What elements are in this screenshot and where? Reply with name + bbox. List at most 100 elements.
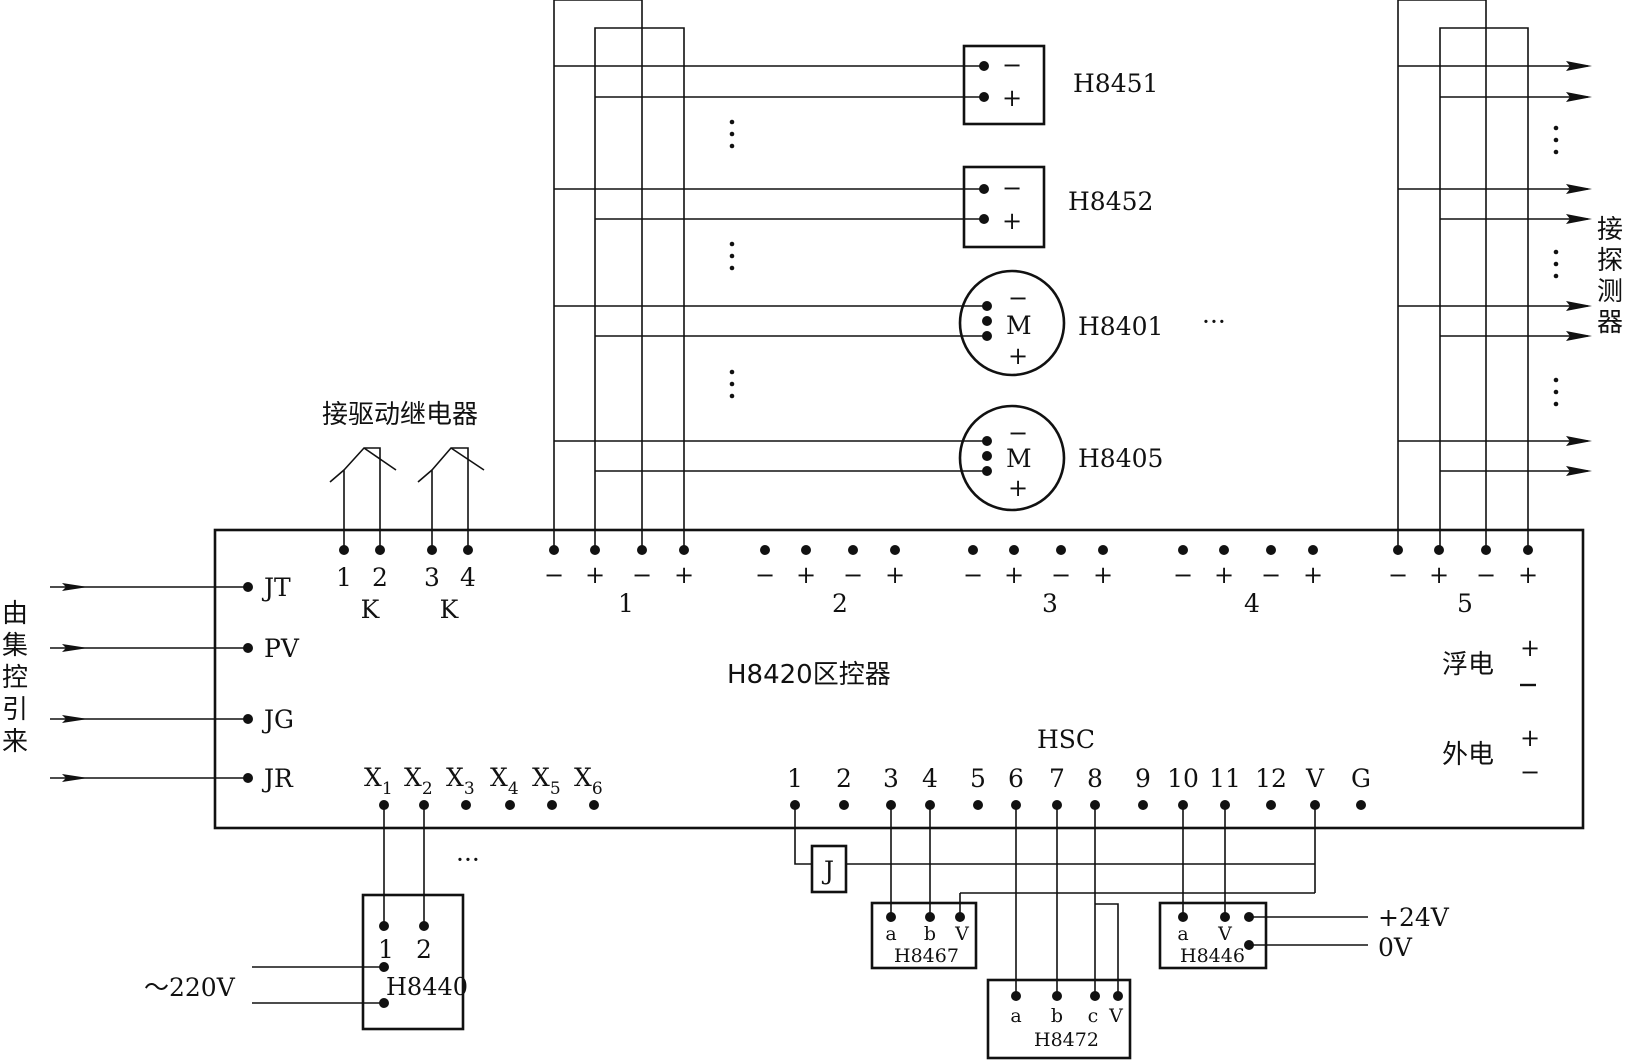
loop-terminal-sign: − bbox=[963, 561, 983, 589]
input-arrow bbox=[62, 715, 88, 723]
hsc-terminal-label: 1 bbox=[787, 764, 803, 793]
svg-text:−: − bbox=[1002, 51, 1022, 79]
loop-terminal-sign: + bbox=[585, 561, 605, 589]
x-terminal bbox=[461, 800, 471, 810]
svg-text:a: a bbox=[1010, 1005, 1021, 1027]
input-terminal bbox=[243, 714, 253, 724]
module-h8452: − + H8452 bbox=[962, 165, 1153, 249]
loop-terminal-sign: − bbox=[1261, 561, 1281, 589]
svg-text:−: − bbox=[1520, 758, 1540, 786]
svg-text:−: − bbox=[1008, 419, 1028, 447]
x-terminal-label: X3 bbox=[446, 763, 475, 799]
svg-text:M: M bbox=[1006, 444, 1032, 473]
hsc-terminal-label: 3 bbox=[883, 764, 899, 793]
svg-text:a: a bbox=[885, 923, 896, 945]
loop-terminal-sign: + bbox=[1214, 561, 1234, 589]
loop-terminal bbox=[848, 545, 858, 555]
module-h8440: 1 2 H8440 ～220V bbox=[144, 805, 468, 1031]
module-h8467-label: H8467 bbox=[894, 945, 959, 967]
loop-number: 4 bbox=[1244, 589, 1260, 618]
module-h8446: a V H8446 +24V 0V bbox=[1158, 901, 1450, 970]
loop-number: 2 bbox=[832, 589, 848, 618]
loop-number: 1 bbox=[618, 589, 634, 618]
svg-text:+: + bbox=[1520, 634, 1540, 662]
svg-text:外电: 外电 bbox=[1442, 740, 1494, 770]
input-terminal bbox=[243, 773, 253, 783]
svg-text:−: − bbox=[1002, 174, 1022, 202]
x-terminal-label: X2 bbox=[404, 763, 433, 799]
loop-terminal-sign: − bbox=[632, 561, 652, 589]
hsc-terminal-label: G bbox=[1351, 764, 1371, 793]
loop-terminal-sign: + bbox=[796, 561, 816, 589]
city-note: 由 集 控 引 来 bbox=[2, 599, 28, 757]
loop-terminal bbox=[549, 545, 559, 555]
loop-terminal-sign: + bbox=[1429, 561, 1449, 589]
svg-text:由: 由 bbox=[2, 599, 28, 629]
hsc-label: HSC bbox=[1037, 725, 1095, 754]
loop-terminal bbox=[590, 545, 600, 555]
module-h8440-label: H8440 bbox=[386, 973, 468, 1001]
svg-text:4: 4 bbox=[460, 563, 476, 592]
detector-note: 接 探 测 器 bbox=[1597, 215, 1623, 338]
svg-text:···: ··· bbox=[456, 845, 480, 874]
module-h8401: − M + H8401 ··· bbox=[958, 269, 1226, 377]
loop-terminal-sign: + bbox=[1004, 561, 1024, 589]
svg-text:M: M bbox=[1006, 311, 1032, 340]
input-label: JG bbox=[261, 705, 294, 734]
svg-text:1: 1 bbox=[378, 935, 394, 964]
v24-label: +24V bbox=[1378, 903, 1450, 932]
loop-terminal-sign: − bbox=[1173, 561, 1193, 589]
hsc-terminal-label: 8 bbox=[1087, 764, 1103, 793]
module-h8451: − + H8451 bbox=[962, 44, 1158, 126]
v0-label: 0V bbox=[1378, 933, 1413, 962]
module-h8472-label: H8472 bbox=[1034, 1029, 1099, 1051]
input-arrow bbox=[62, 774, 88, 782]
loop-terminal bbox=[679, 545, 689, 555]
loop1-bus bbox=[553, 0, 987, 550]
loop-terminal bbox=[968, 545, 978, 555]
loop-terminal bbox=[1009, 545, 1019, 555]
svg-text:a: a bbox=[1177, 923, 1188, 945]
hsc-terminal-label: 12 bbox=[1255, 764, 1287, 793]
hsc-terminal-label: 9 bbox=[1135, 764, 1151, 793]
loop-terminal-sign: − bbox=[843, 561, 863, 589]
loop1-vertical-ellipsis bbox=[729, 119, 735, 399]
ext-power: 外电 + − bbox=[1442, 724, 1540, 786]
loop-terminal bbox=[1481, 545, 1491, 555]
hsc-terminal bbox=[839, 800, 849, 810]
x-terminal bbox=[505, 800, 515, 810]
svg-text:c: c bbox=[1088, 1005, 1099, 1027]
input-terminal bbox=[243, 643, 253, 653]
loop5-bus bbox=[1397, 0, 1592, 550]
svg-text:+: + bbox=[1002, 84, 1022, 112]
svg-text:V: V bbox=[1108, 1005, 1123, 1027]
loop-terminal-sign: + bbox=[674, 561, 694, 589]
loop-number: 3 bbox=[1042, 589, 1058, 618]
float-power: 浮电 + bbox=[1442, 634, 1540, 687]
controller-box bbox=[213, 528, 1585, 830]
loop-terminal bbox=[890, 545, 900, 555]
hsc-terminal-label: 6 bbox=[1008, 764, 1024, 793]
input-label: JR bbox=[261, 764, 294, 793]
loop-terminal-sign: − bbox=[1476, 561, 1496, 589]
x-terminal-label: X6 bbox=[574, 763, 603, 799]
hsc-terminal-label: 10 bbox=[1167, 764, 1199, 793]
svg-text:器: 器 bbox=[1597, 308, 1623, 338]
svg-text:b: b bbox=[1051, 1005, 1063, 1027]
ac220-label: ～220V bbox=[144, 973, 236, 1002]
hsc-terminal bbox=[1138, 800, 1148, 810]
input-label: PV bbox=[264, 634, 300, 663]
module-h8405: − M + H8405 bbox=[958, 404, 1163, 512]
svg-text:浮电: 浮电 bbox=[1442, 650, 1494, 680]
svg-text:K: K bbox=[440, 595, 460, 624]
svg-text:+: + bbox=[1008, 474, 1028, 502]
loop-terminal-sign: − bbox=[755, 561, 775, 589]
x-terminal-label: X1 bbox=[364, 763, 393, 799]
hsc-terminal-label: 11 bbox=[1209, 764, 1241, 793]
loop-terminal-sign: − bbox=[544, 561, 564, 589]
svg-text:2: 2 bbox=[372, 563, 388, 592]
hsc-wiring: J bbox=[794, 805, 1316, 996]
input-terminal bbox=[243, 582, 253, 592]
